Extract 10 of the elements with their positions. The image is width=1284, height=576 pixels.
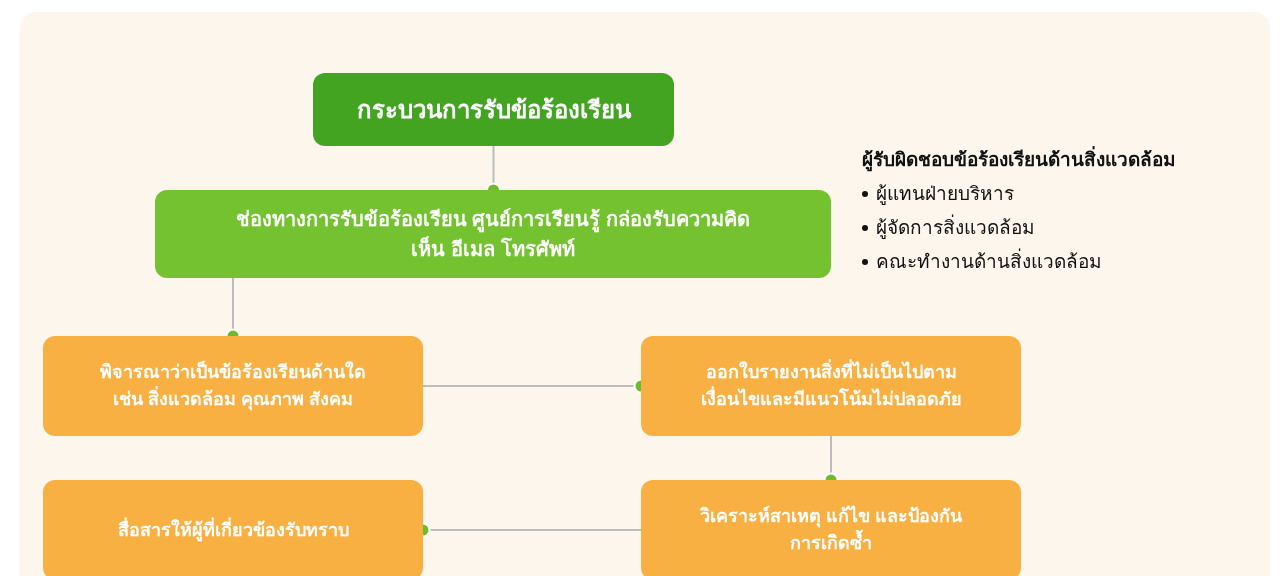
channel-box: ช่องทางการรับข้อร้องเรียน ศูนย์การเรียนรู้ กล่องรับความคิดเห็น อีเมล โทรศัพท์ (155, 190, 831, 278)
process-box: สื่อสารให้ผู้ที่เกี่ยวข้องรับทราบ (43, 480, 423, 576)
title-box: กระบวนการรับข้อร้องเรียน (313, 73, 674, 146)
bullet-item: ผู้แทนฝ่ายบริหาร (876, 182, 1014, 207)
process-box: ออกใบรายงานสิ่งที่ไม่เป็นไปตามเงื่อนไขและมีแนวโน้มไม่ปลอดภัย (641, 336, 1021, 436)
process-box: พิจารณาว่าเป็นข้อร้องเรียนด้านใด เช่น สิ่งแวดล้อม คุณภาพ สังคม (43, 336, 423, 436)
bullet-item: คณะทำงานด้านสิ่งแวดล้อม (876, 245, 1102, 279)
bullet-item: ผู้จัดการสิ่งแวดล้อม (876, 211, 1035, 245)
process-box: วิเคราะห์สาเหตุ แก้ไข และป้องกันการเกิดซ้ำ (641, 480, 1021, 576)
responsible-heading: ผู้รับผิดชอบข้อร้องเรียนด้านสิ่งแวดล้อม (862, 143, 1176, 177)
